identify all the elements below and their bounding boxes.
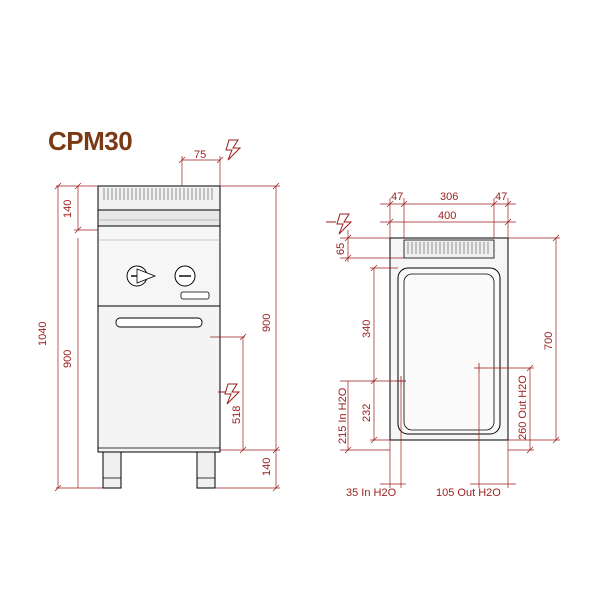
dim-total-depth: 700	[543, 332, 555, 350]
dim-inlet-height-label: 215 In H2O	[337, 387, 349, 444]
dim-outlet-x: 105 Out H2O	[436, 487, 501, 499]
dim-well-width: 306	[440, 191, 458, 203]
front-dimensions	[54, 156, 280, 492]
top-grate	[97, 185, 221, 211]
dim-body-height: 900	[62, 350, 74, 368]
top-view	[389, 237, 509, 441]
dim-margin-right: 47	[495, 191, 507, 203]
cooking-well	[397, 267, 501, 435]
dim-back-depth: 65	[335, 243, 347, 255]
electric-connection-icon	[326, 213, 353, 235]
electric-connection-icon	[225, 139, 242, 161]
legs	[102, 451, 216, 489]
dim-top-offset: 75	[194, 149, 206, 161]
dim-total-height: 1040	[37, 322, 49, 346]
top-back-grate	[403, 239, 495, 259]
top-cover	[97, 209, 221, 227]
water-inlet-icon	[218, 383, 241, 405]
cabinet	[97, 305, 221, 453]
dim-inlet-height: 518	[231, 406, 243, 424]
front-view	[97, 185, 221, 489]
dim-well-depth: 340	[361, 320, 373, 338]
dim-margin-left: 47	[391, 191, 403, 203]
door-handle	[115, 317, 203, 328]
name-plate	[180, 291, 210, 300]
dim-total-width: 400	[438, 210, 456, 222]
top-dimensions	[340, 198, 560, 488]
dim-right-height: 900	[261, 314, 273, 332]
dim-inlet-x: 35 In H2O	[346, 487, 397, 499]
top-dimension-labels: 47 306 47 400 65 340 232 215 In H2O 700 …	[335, 191, 555, 499]
dim-inlet-from-front: 232	[361, 404, 373, 422]
dim-upper-panel: 140	[62, 200, 74, 218]
dim-leg-height: 140	[261, 458, 273, 476]
control-knobs	[126, 265, 196, 287]
dim-outlet-from-front: 260 Out H2O	[517, 375, 529, 440]
model-title: CPM30	[48, 126, 133, 156]
front-dimension-labels: 75 1040 140 900 900 140 518	[37, 149, 273, 476]
